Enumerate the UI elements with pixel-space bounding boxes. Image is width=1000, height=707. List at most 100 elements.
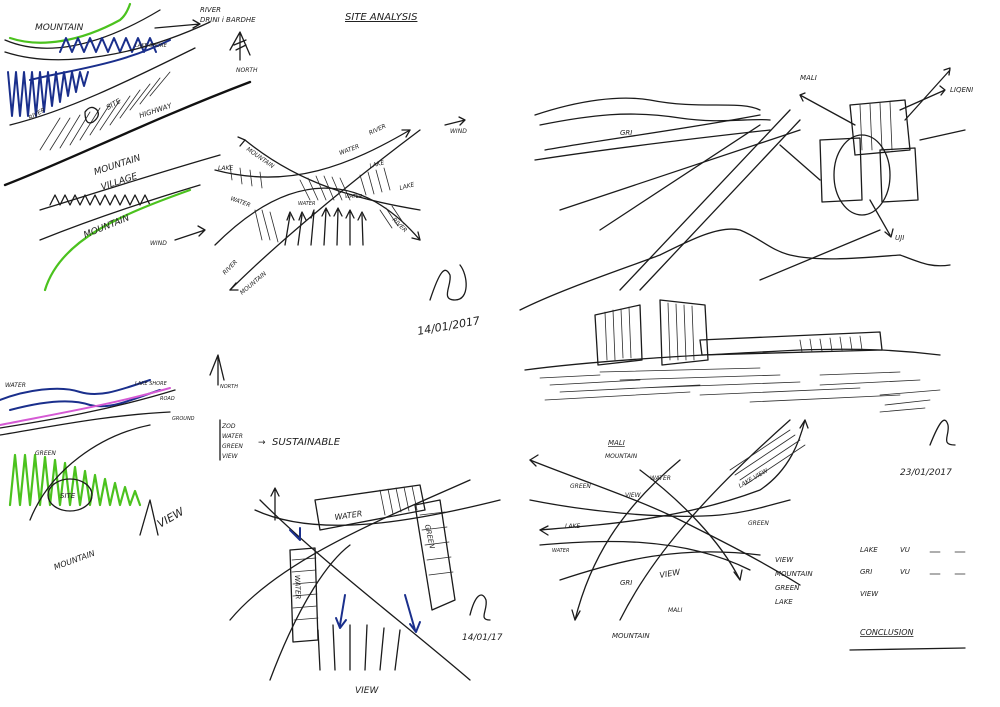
vector-hatch	[729, 429, 806, 486]
highway-line	[3, 80, 252, 187]
lens-hatch	[299, 175, 351, 201]
vector-arrow-2	[799, 419, 809, 429]
conclusion-underline	[849, 647, 966, 651]
waterline	[524, 348, 941, 371]
label-uji-5: UJI	[895, 234, 904, 242]
label-lake-right: LAKE	[399, 181, 416, 192]
legend-item-5b: VU	[900, 546, 910, 554]
label-view-4: VIEW	[355, 686, 379, 696]
horizontal-bar	[699, 331, 883, 356]
label-wind: WIND	[150, 240, 167, 247]
label-wind-2: WIND	[450, 128, 467, 135]
river-zigzag	[59, 37, 157, 53]
lake-shore-edge	[9, 47, 196, 126]
road-pink	[0, 387, 171, 426]
site-plan-2-sketch: WATER LAKE SHORE ROAD GROUND GREEN SITE …	[0, 354, 238, 572]
lens-cross-line	[244, 139, 421, 211]
blue-arrow-1	[289, 527, 301, 541]
label-water-top: WATER	[338, 143, 360, 157]
legend-item-1: VIEW	[775, 556, 794, 564]
arrow-right	[919, 129, 966, 141]
sheet-title: SITE ANALYSIS	[345, 12, 418, 23]
date-3: 23/01/2017	[900, 468, 952, 478]
label-mali-7: MALI	[608, 439, 625, 447]
building-block-3	[879, 147, 919, 203]
building-curve	[833, 134, 891, 216]
label-view-small: VIEW	[625, 492, 642, 499]
water-block-left-hatch	[291, 557, 319, 621]
village-zigzag	[49, 194, 151, 206]
mountain-bottom-line	[39, 184, 201, 241]
label-river-bl: RIVER	[221, 259, 239, 277]
north-arrow-icon	[229, 31, 251, 61]
label-conclusion: CONCLUSION	[860, 628, 914, 637]
label-view-3: VIEW	[155, 504, 187, 530]
arrow-br	[411, 231, 421, 241]
list-item-1: ZOD	[221, 423, 236, 430]
mountain-ridge-line	[8, 2, 132, 44]
road-line-1	[619, 109, 791, 291]
label-green-block: GREEN	[423, 524, 436, 550]
road-line-2	[639, 119, 801, 291]
label-mali-5: MALI	[800, 74, 817, 82]
list-item-2: WATER	[222, 433, 243, 440]
label-mountain-top: MOUNTAIN	[35, 23, 84, 33]
br-hatch	[379, 205, 405, 229]
mountain-bottom-green	[43, 188, 192, 292]
arrow-tr	[401, 129, 411, 138]
tower-hatch-2	[667, 302, 695, 361]
perspective-sketch: 23/01/2017	[524, 299, 956, 478]
north-arrow-icon-2	[209, 354, 225, 386]
arrow-up-right	[904, 67, 951, 121]
green-block	[414, 499, 456, 611]
label-lake-shore-3: LAKE SHORE	[135, 381, 168, 387]
contour-2	[539, 113, 771, 126]
label-river-br: RIVER	[391, 216, 409, 234]
list-item-4: VIEW	[222, 453, 239, 460]
vector-arrow-5	[733, 569, 743, 581]
arrow-bl	[229, 282, 239, 291]
label-highway: HIGHWAY	[138, 102, 173, 120]
vector-line-2	[529, 499, 791, 517]
curve-left	[269, 544, 351, 681]
vector-diagram-sketch: MALI MOUNTAIN GREEN VIEW WATER LAKE VIEW…	[529, 419, 966, 651]
green-block-hatch	[419, 511, 454, 576]
site-marker	[84, 106, 99, 124]
label-road: ROAD	[160, 396, 175, 402]
label-river: RIVER	[200, 6, 221, 14]
label-water-block-left: WATER	[293, 575, 302, 600]
view-arrow-shape	[139, 499, 159, 536]
arrow-tl	[237, 136, 246, 147]
date-1: 14/01/2017	[416, 314, 481, 338]
label-green-3: GREEN	[35, 450, 56, 457]
legend-item-5a: LAKE	[860, 546, 878, 554]
label-mali-bottom: MALI	[668, 607, 683, 614]
road-edge	[0, 389, 176, 429]
label-view-center: VIEW	[659, 567, 682, 580]
tower-block-2	[659, 299, 709, 366]
label-water-3: WATER	[5, 382, 26, 389]
label-liqeni-5: LIQENI	[950, 86, 973, 94]
wind-arrow	[174, 225, 206, 241]
label-lake-left: LAKE	[218, 165, 233, 172]
vector-arrow-4	[571, 609, 581, 621]
lens-diagram-sketch: MOUNTAIN RIVER WATER LAKE LAKE LAKE WATE…	[214, 116, 481, 338]
legend-item-7: VIEW	[860, 590, 879, 598]
label-north-3: NORTH	[220, 384, 238, 390]
signature-2	[469, 594, 491, 621]
ground-line	[0, 411, 171, 436]
water-reflection-scribbles	[539, 367, 941, 413]
arrow-up-left	[270, 487, 280, 521]
arrow-liqeni	[899, 85, 946, 111]
site-plan-sketch: MOUNTAIN RIVER DRINI i BARDHE LAKE SHORE…	[3, 2, 258, 292]
vector-line-4	[539, 540, 751, 571]
flow-arrow	[154, 19, 201, 29]
shoreline	[519, 228, 951, 311]
label-gri-5: GRI	[620, 129, 632, 137]
building-hatch-1	[859, 101, 893, 151]
lake-shore-line	[29, 39, 171, 81]
wind-arrows-up	[284, 207, 367, 245]
label-water-left: WATER	[229, 195, 251, 209]
road-line-3	[559, 129, 801, 211]
right-hatch	[359, 167, 391, 196]
